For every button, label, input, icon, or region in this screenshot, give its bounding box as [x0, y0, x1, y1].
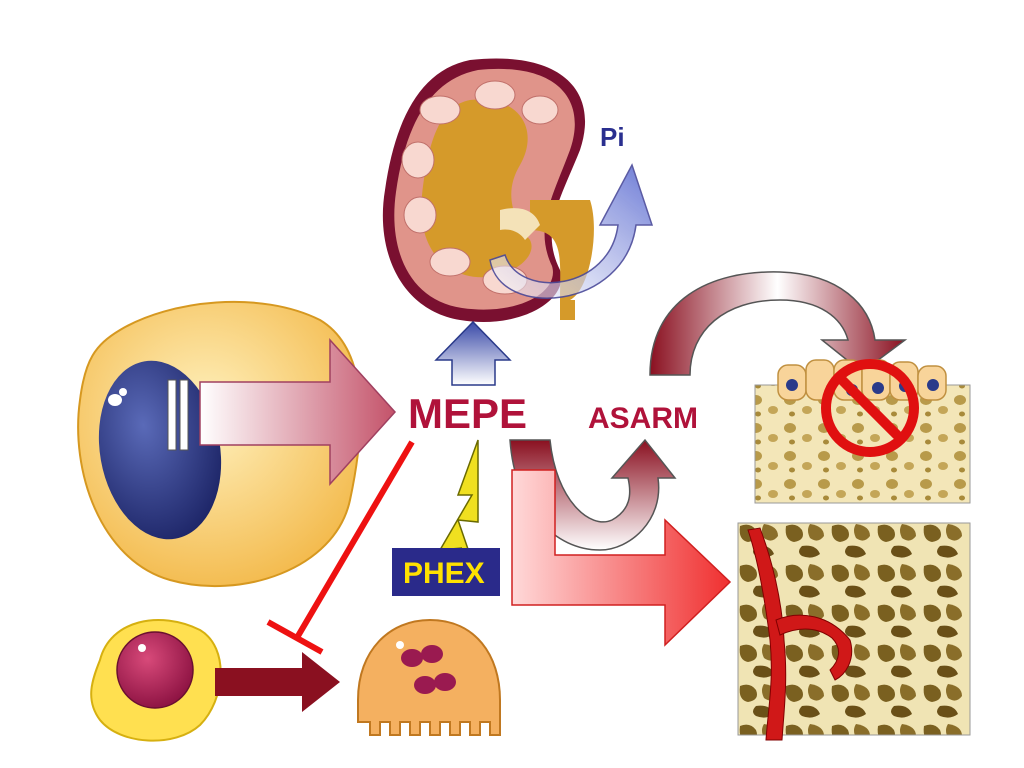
phex-label: PHEX	[403, 557, 485, 590]
prohibition-sign-icon	[821, 359, 919, 457]
osteoclast-icon	[357, 618, 501, 736]
phex-box	[392, 548, 500, 596]
blue-up-arrow-icon	[434, 320, 512, 386]
mepe-label: MEPE	[408, 390, 527, 437]
pi-release-arrow-icon	[489, 163, 654, 299]
bone-formation-arrow-icon	[511, 469, 732, 647]
kidney-icon	[382, 58, 594, 322]
inhibition-line-icon	[266, 440, 415, 655]
mineralized-bone-icon	[754, 359, 971, 504]
asarm-label: ASARM	[588, 402, 698, 435]
mepe-secretion-arrow-icon	[199, 338, 397, 486]
pi-label: Pi	[600, 122, 625, 152]
differentiation-arrow-icon	[215, 652, 340, 712]
monocyte-icon	[90, 619, 222, 742]
inhibit-mineralization-arc-arrow-icon	[649, 271, 908, 376]
lightning-bolt-icon	[431, 439, 479, 556]
trabecular-bone-icon	[737, 522, 971, 741]
